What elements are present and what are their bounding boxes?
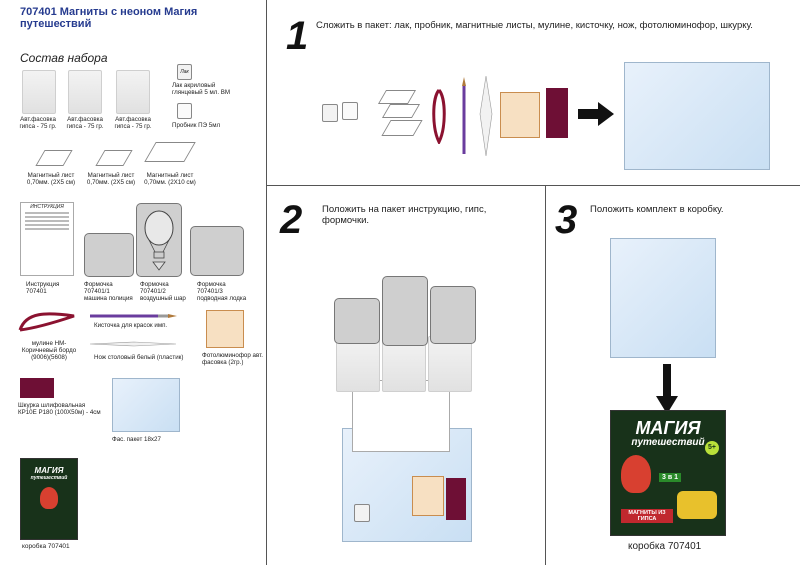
instruction-label: Инструкция 707401 (26, 281, 60, 295)
step2-gypsum-bag-3 (428, 336, 472, 392)
mold-label-1: Формочка 707401/1 машина полиция (84, 281, 133, 302)
step3-box-icon: МАГИЯ путешествий 5+ 3 в 1 МАГНИТЫ ИЗ ГИ… (610, 410, 726, 536)
lak-jar-icon: Лак (177, 64, 192, 80)
step3-kit-packet-icon (610, 238, 716, 358)
phosphor-packet-icon (206, 310, 244, 348)
brush-icon (90, 314, 177, 318)
step2-phosphor-icon (412, 476, 444, 516)
step-column-divider (545, 185, 546, 565)
step1-knife-icon (479, 75, 493, 157)
magnet-sheet-2-icon (95, 150, 133, 166)
knife-label: Нож столовый белый (пластик) (94, 354, 184, 361)
box-brand-subtitle: путешествий (631, 437, 705, 448)
box-small-icon: МАГИЯ путешествий (20, 458, 78, 540)
gypsum-label-2: Авт.фасовка гипса - 75 гр. (66, 116, 104, 130)
step1-probnik-jar-icon (342, 102, 358, 120)
mold-label-2: Формочка 707401/2 воздушный шар (140, 281, 186, 302)
arrow-right-icon (578, 102, 614, 126)
magnet-label-2: Магнитный лист 0,70мм. (2Х5 см) (86, 172, 136, 186)
step2-mold-balloon-icon (382, 276, 428, 346)
step1-magnet-sheet-3-icon (381, 120, 423, 136)
contents-heading: Состав набора (20, 51, 108, 65)
step-1-text: Сложить в пакет: лак, пробник, магнитные… (316, 20, 753, 31)
step2-mold-car-icon (334, 298, 380, 344)
left-column-divider (266, 0, 267, 565)
gypsum-label-1: Авт.фасовка гипса - 75 гр. (19, 116, 57, 130)
lak-label: Лак акриловый глянцевый 5 мл. ВМ (172, 82, 231, 96)
step-1-number: 1 (286, 14, 309, 58)
step-row-divider (266, 185, 800, 186)
mouline-label: мулине НМ-Коричневый бордо (9006)(5608) (21, 340, 77, 361)
probnik-jar-icon (177, 103, 192, 119)
step1-phosphor-icon (500, 92, 540, 138)
sandpaper-icon (20, 378, 54, 398)
step2-gypsum-bag-1 (336, 336, 380, 392)
step-2-text: Положить на пакет инструкцию, гипс, форм… (322, 204, 487, 226)
gypsum-bag-2 (68, 70, 102, 114)
sandpaper-label: Шкурка шлифовальная КР10Е Р180 (100Х50м)… (18, 402, 101, 416)
box-caption: МАГНИТЫ ИЗ ГИПСА (621, 509, 673, 523)
step1-mouline-icon (432, 89, 446, 144)
balloon-drawing-icon (144, 210, 174, 271)
magnet-label-1: Магнитный лист 0,70мм. (2Х5 см) (26, 172, 76, 186)
magnet-sheet-3-icon (144, 142, 196, 162)
magnet-sheet-1-icon (35, 150, 73, 166)
step1-magnet-sheet-2-icon (381, 104, 421, 118)
instruction-sheet-icon: ИНСТРУКЦИЯ (20, 202, 74, 276)
mouline-icon (18, 312, 75, 332)
mold-submarine-icon (190, 226, 244, 276)
gypsum-label-3: Авт.фасовка гипса - 75 гр. (114, 116, 152, 130)
mold-air-balloon-icon (136, 203, 182, 277)
box-small-brand: МАГИЯ (34, 466, 64, 475)
page-title: 707401 Магниты с неоном Магия путешестви… (20, 6, 198, 30)
box-small-brand-sub: путешествий (30, 475, 68, 481)
plastic-packet-icon (112, 378, 180, 432)
step3-box-label: коробка 707401 (628, 541, 702, 552)
packet-label: Фас. пакет 18х27 (112, 436, 161, 443)
mold-label-3: Формочка 707401/3 подводная лодка (197, 281, 247, 302)
magnet-label-3: Магнитный лист 0,70мм. (2Х10 см) (144, 172, 196, 186)
gypsum-bag-1 (22, 70, 56, 114)
arrow-down-icon (656, 364, 678, 414)
mold-police-car-icon (84, 233, 134, 277)
probnik-label: Пробник ПЭ 5мл (172, 122, 221, 129)
step1-packet-icon (624, 62, 770, 170)
knife-icon (89, 341, 177, 347)
brush-label: Кисточка для красок имп. (94, 322, 168, 329)
box-brand-title: МАГИЯ (635, 418, 701, 438)
step1-magnet-sheet-1-icon (377, 90, 417, 104)
step2-mold-submarine-icon (430, 286, 476, 344)
box-3in1-badge: 3 в 1 (659, 473, 681, 482)
step-3-number: 3 (555, 198, 578, 242)
box-age-badge: 5+ (705, 441, 719, 455)
step1-brush-icon (462, 77, 466, 154)
step1-sandpaper-icon (546, 88, 568, 138)
step2-sandpaper-icon (446, 478, 466, 520)
gypsum-bag-3 (116, 70, 150, 114)
step1-lak-jar-icon (322, 104, 338, 122)
step-3-text: Положить комплект в коробку. (590, 204, 724, 215)
instruction-header: ИНСТРУКЦИЯ (30, 204, 64, 210)
phosphor-label: Фотолюминофор авт. фасовка (2гр.) (202, 352, 263, 366)
step2-lak-jar-icon (354, 504, 370, 522)
box-small-label: коробка 707401 (22, 543, 70, 550)
step-2-number: 2 (280, 198, 303, 242)
